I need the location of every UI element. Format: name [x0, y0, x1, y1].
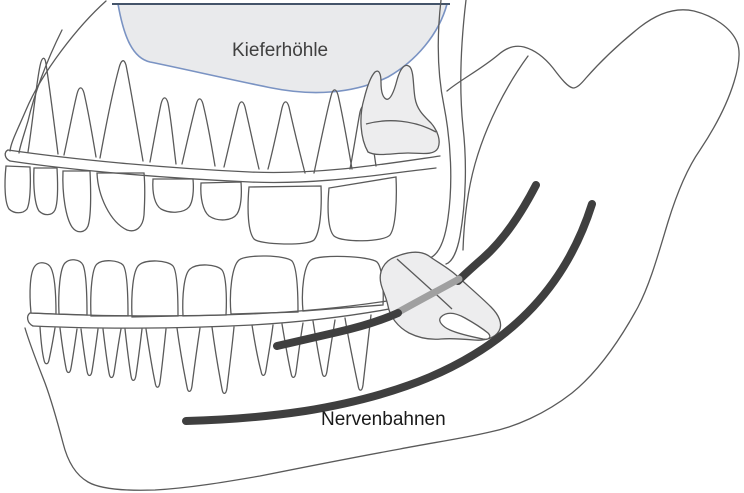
upper-gum-line-bottom: [9, 160, 437, 184]
upper-teeth-crowns: [4, 165, 397, 245]
tooth-root: [80, 328, 99, 377]
nerve-label: Nervenbahnen: [321, 409, 446, 430]
ramus-anterior-line: [462, 55, 529, 251]
tooth-root: [99, 60, 144, 162]
mandible-outline: [24, 9, 740, 491]
tooth-crown: [4, 165, 32, 214]
tooth-root: [181, 98, 216, 167]
tooth-crown: [58, 259, 88, 316]
maxilla-front-lines: [9, 0, 107, 154]
tooth-root: [27, 57, 59, 155]
tooth-crown: [29, 262, 57, 315]
tooth-crown: [33, 167, 59, 216]
tooth-crown: [62, 170, 92, 233]
tooth-root: [102, 328, 122, 379]
tooth-root: [145, 328, 167, 388]
cheek-lines: [429, 0, 529, 265]
tooth-root: [59, 327, 78, 374]
upper-wisdom-tooth: [360, 64, 440, 156]
cheek-line-outer: [445, 0, 467, 265]
tooth-crown: [247, 185, 322, 245]
nerve-path-outer: [182, 200, 596, 425]
sinus-label: Kieferhöhle: [232, 40, 328, 61]
tooth-root: [313, 89, 353, 174]
anatomy-outlines: [4, 0, 740, 491]
cheek-line-inner: [429, 0, 452, 259]
upper-gum-line-top: [7, 149, 441, 174]
upper-wisdom-cervical-line: [365, 120, 437, 133]
tooth-crown: [229, 255, 299, 315]
nerve-path-inner-upper: [454, 181, 540, 285]
tooth-crown: [90, 260, 129, 317]
maxilla-front-outer: [9, 0, 107, 152]
tooth-root: [124, 328, 143, 382]
tooth-root: [312, 319, 336, 378]
lower-wisdom-tooth-body: [379, 251, 502, 341]
tooth-crown: [327, 176, 397, 242]
tooth-root: [211, 326, 235, 395]
lower-wisdom-tooth: [379, 251, 502, 341]
lower-wisdom-root-notch: [439, 312, 491, 340]
lower-teeth-roots: [39, 314, 372, 395]
tooth-crown: [182, 264, 228, 317]
tooth-crown: [200, 181, 243, 221]
tooth-crown: [152, 178, 195, 213]
upper-wisdom-tooth-body: [360, 64, 440, 156]
maxillary-sinus: [117, 3, 449, 94]
nerve-path-inner-lower: [273, 309, 402, 350]
tooth-root: [39, 326, 56, 365]
nerve-through-tooth: [391, 275, 463, 318]
tooth-root: [63, 87, 97, 158]
tooth-root: [251, 324, 274, 377]
tooth-root: [267, 101, 306, 174]
tooth-root: [149, 97, 177, 165]
lower-wisdom-cervical-line: [396, 258, 453, 310]
maxilla-front-inner: [18, 29, 63, 154]
upper-gum-left-cap: [4, 149, 11, 162]
lower-gum-left-cap: [26, 312, 34, 327]
tooth-root: [223, 101, 260, 170]
tooth-root: [281, 322, 304, 379]
tooth-crown: [96, 172, 146, 232]
tooth-root: [344, 314, 372, 391]
lower-gum-line-top: [29, 290, 444, 317]
upper-gum-band: [4, 149, 441, 184]
tooth-root: [176, 327, 201, 393]
nerve-tracts: [182, 181, 596, 425]
tooth-crown: [131, 260, 179, 318]
